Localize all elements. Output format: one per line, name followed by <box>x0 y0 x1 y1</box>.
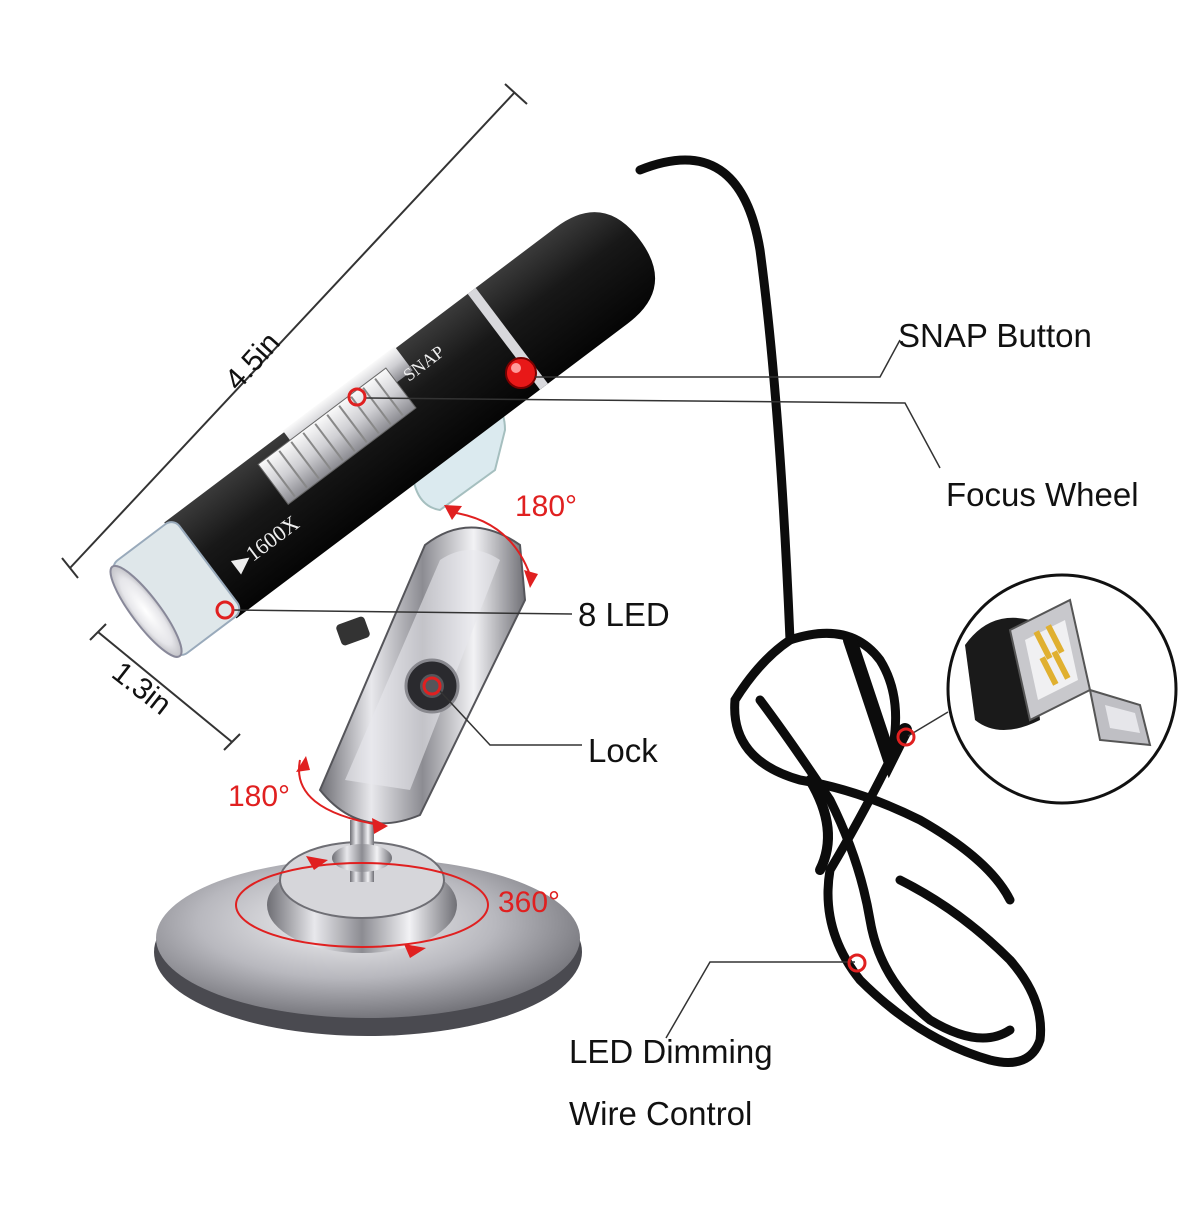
dimmer-marker <box>847 953 867 973</box>
micro-usb-connector-icon <box>1088 688 1152 747</box>
focus-wheel-callout: Focus Wheel <box>946 476 1139 513</box>
leader-lines <box>231 339 949 1039</box>
snap-button-callout: SNAP Button <box>898 317 1092 354</box>
diameter-label: 1.3in <box>106 656 178 722</box>
focus-wheel[interactable] <box>257 367 417 505</box>
snap-button[interactable] <box>505 357 537 389</box>
led-dimming-callout-line1: LED Dimming <box>569 1033 773 1070</box>
clip-rotation-label: 180° <box>515 490 578 523</box>
focus-wheel-marker <box>347 387 367 407</box>
rotation-arrowheads <box>296 505 538 958</box>
arm-rotation-label: 180° <box>228 780 291 813</box>
microscope-body: ▶1600X SNAP <box>109 212 656 658</box>
length-label: 4.5in <box>219 326 287 396</box>
adapter-marker <box>896 727 916 747</box>
led-marker <box>215 600 235 620</box>
length-dimension <box>61 83 528 579</box>
usb-connector-icon <box>1008 598 1092 722</box>
led-dimming-callout-line2: Wire Control <box>569 1095 753 1132</box>
led-callout: 8 LED <box>578 596 670 633</box>
stand-arm <box>318 526 527 825</box>
base-rotation-label: 360° <box>498 886 561 919</box>
diameter-dimension <box>89 623 241 751</box>
lock-callout: Lock <box>588 732 658 769</box>
stand-base <box>154 820 582 1036</box>
marker-circles <box>215 387 916 973</box>
connector-inset <box>946 573 1178 805</box>
lock-marker <box>422 676 442 696</box>
usb-cable <box>635 155 1046 1067</box>
